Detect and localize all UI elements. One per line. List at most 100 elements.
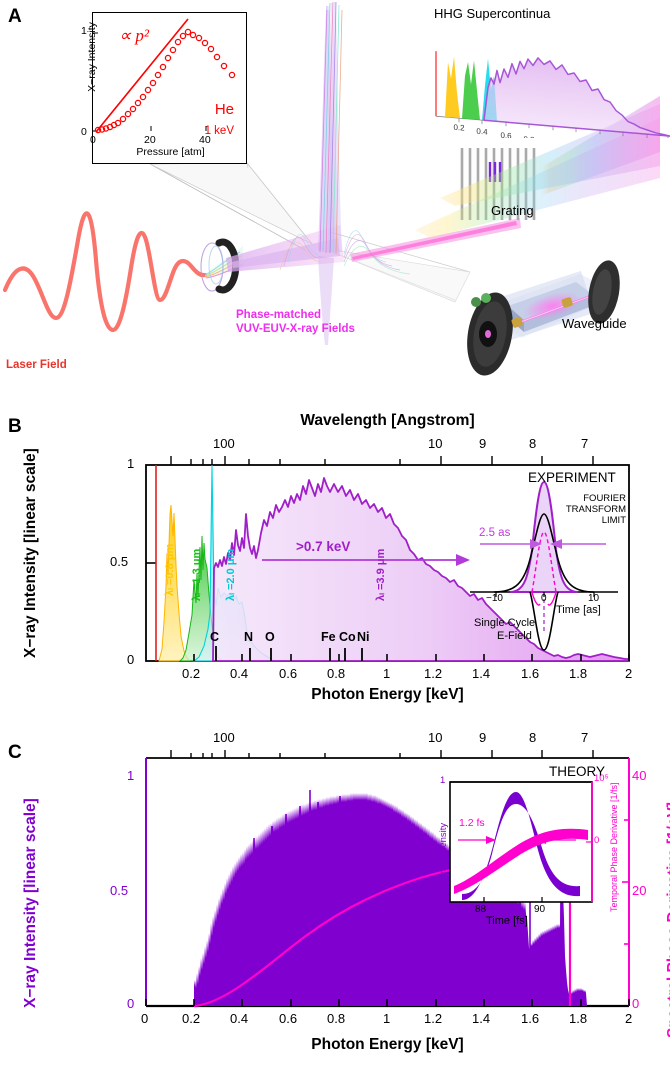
panel-c-xtick-18: 1.8 (569, 1011, 588, 1026)
ft-limit-line-2: TRANSFORM (565, 504, 626, 515)
pulse-duration-25as: 2.5 as (479, 527, 511, 539)
panel-b-inset-xtick-neg10: −10 (486, 593, 503, 604)
grating-label: Grating (491, 203, 534, 218)
panel-b-xlabel: Photon Energy [keV] (311, 686, 464, 703)
hhg-supercontinua-plot: 0.20.4 0.60.8 11.2 1.41.6 1.82 Photon En… (435, 51, 670, 138)
panel-c-ytick-1: 1 (127, 768, 135, 783)
panel-b-inset-xtick-0: 0 (541, 593, 547, 604)
ft-limit-line-1: FOURIER (583, 493, 626, 504)
panel-b-label: B (8, 416, 22, 437)
driver-label-20um: λₗ =2.0 μm (225, 548, 237, 601)
panel-b-wl-tick-10: 10 (428, 436, 443, 451)
panel-b-inset-xlabel: Time [as] (556, 604, 601, 616)
inset-a-xtick-40: 40 (199, 134, 211, 146)
ft-limit-line-3: LIMIT (601, 515, 626, 526)
panel-b-xtick-12: 1.2 (424, 666, 443, 681)
panel-c-xtick-08: 0.8 (327, 1011, 346, 1026)
panel-c-xtick-04: 0.4 (230, 1011, 249, 1026)
panel-b-ytick-1: 1 (127, 456, 135, 471)
edge-label-C: C (210, 630, 220, 644)
panel-c: C 100 10 9 8 7 X−ray Intensity [linear s… (0, 718, 670, 1065)
panel-c-xtick-2: 2 (625, 1011, 633, 1026)
panel-c-inset-ytick-0: 0 (440, 894, 446, 905)
panel-b-xtick-06: 0.6 (279, 666, 298, 681)
panel-b-xtick-04: 0.4 (230, 666, 249, 681)
panel-c-xtick-1: 1 (383, 1011, 391, 1026)
panel-b-xtick-02: 0.2 (182, 666, 201, 681)
panel-c-plot (145, 750, 630, 1008)
panel-c-inset-ytick-1: 1 (440, 775, 446, 786)
panel-c-inset-xlabel: Time [fs] (486, 915, 528, 927)
theory-label: THEORY (549, 764, 606, 779)
waveguide-label: Waveguide (562, 316, 627, 331)
edge-label-N: N (244, 630, 254, 644)
panel-c-wl-tick-10: 10 (428, 730, 443, 745)
panel-b: B Wavelength [Angstrom] 100 10 9 8 7 X−r… (0, 408, 670, 718)
phase-matched-line-2: VUV-EUV-X-ray Fields (236, 323, 355, 336)
phase-matched-fields-label: Phase-matched VUV-EUV-X-ray Fields (236, 308, 355, 337)
panel-c-y2tick-40: 40 (632, 768, 647, 783)
edge-label-Ni: Ni (357, 630, 370, 644)
panel-c-inset-y2tick-0: 0 (594, 835, 600, 846)
panel-b-xtick-18: 1.8 (569, 666, 588, 681)
bandwidth-annotation: >0.7 keV (296, 539, 351, 554)
panel-b-plot (145, 456, 630, 662)
phase-matched-line-1: Phase-matched (236, 309, 322, 321)
laser-field-label: Laser Field (6, 359, 67, 371)
panel-c-wl-tick-8: 8 (529, 730, 537, 745)
panel-c-xtick-0: 0 (141, 1011, 149, 1026)
panel-b-wl-tick-7: 7 (581, 436, 589, 451)
panel-b-inset-xtick-10: 10 (588, 593, 600, 604)
panel-b-wl-tick-100: 100 (213, 436, 235, 451)
panel-a-label: A (8, 6, 22, 27)
panel-c-y2tick-0: 0 (632, 996, 640, 1011)
experiment-label: EXPERIMENT (528, 470, 616, 485)
panel-c-xtick-06: 0.6 (279, 1011, 298, 1026)
driver-label-08um: λₗ =0.8 μm (164, 543, 176, 596)
svg-text:0.2: 0.2 (453, 123, 465, 133)
panel-c-wl-tick-100: 100 (213, 730, 235, 745)
panel-c-ytick-0: 0 (127, 996, 135, 1011)
inset-a-xtick-20: 20 (144, 134, 156, 146)
panel-c-xtick-14: 1.4 (472, 1011, 491, 1026)
driver-label-13um: λₗ =1.3 μm (191, 548, 203, 601)
svg-text:0.4: 0.4 (476, 127, 488, 137)
edge-label-O: O (265, 630, 275, 644)
panel-c-xtick-02: 0.2 (182, 1011, 201, 1026)
gas-species-label: He (214, 101, 234, 118)
panel-c-ytick-05: 0.5 (110, 883, 129, 898)
panel-c-inset-xtick-90: 90 (534, 904, 546, 915)
panel-b-xtick-16: 1.6 (521, 666, 540, 681)
panel-c-inset-xtick-88: 88 (475, 904, 487, 915)
inset-a-xtick-0: 0 (90, 134, 96, 146)
panel-c-label: C (8, 742, 22, 763)
svg-text:0.8: 0.8 (523, 135, 535, 138)
panel-c-wl-tick-7: 7 (581, 730, 589, 745)
inset-a-ytick-0: 0 (81, 126, 87, 138)
panel-b-wl-tick-8: 8 (529, 436, 537, 451)
panel-b-xtick-2: 2 (625, 666, 633, 681)
panel-c-xlabel: Photon Energy [keV] (311, 1036, 464, 1053)
panel-b-top-axis-title: Wavelength [Angstrom] (300, 412, 475, 429)
panel-c-inset-y2tick-max: 10⁵ (594, 773, 609, 784)
inset-a-ytick-1: 1 (81, 25, 87, 37)
inset-a-xlabel: Pressure [atm] (136, 146, 205, 158)
panel-b-xtick-08: 0.8 (327, 666, 346, 681)
panel-c-y2tick-20: 20 (632, 883, 647, 898)
panel-b-xtick-1: 1 (383, 666, 391, 681)
panel-c-inset-ylabel-right: Temporal Phase Derivative [1/fs] (609, 782, 619, 912)
pressure-scaling-inset: X−ray Intensity Pressure [atm] 0 1 0 20 … (81, 12, 247, 164)
edge-label-Co: Co (339, 630, 356, 644)
p-squared-annotation: ∝ p² (119, 26, 149, 45)
panel-b-ytick-0: 0 (127, 652, 135, 667)
panel-c-xtick-12: 1.2 (424, 1011, 443, 1026)
pulse-duration-12fs: 1.2 fs (459, 817, 485, 829)
efield-label-line-2: E-Field (497, 630, 532, 642)
panel-b-xtick-14: 1.4 (472, 666, 491, 681)
photon-energy-label: 1 keV (204, 125, 234, 137)
hhg-supercontinua-label: HHG Supercontinua (434, 6, 551, 21)
inset-a-data (93, 18, 236, 134)
panel-c-xtick-16: 1.6 (521, 1011, 540, 1026)
efield-label-line-1: Single Cycle (474, 617, 536, 629)
driver-label-39um: λₗ =3.9 μm (375, 548, 387, 601)
